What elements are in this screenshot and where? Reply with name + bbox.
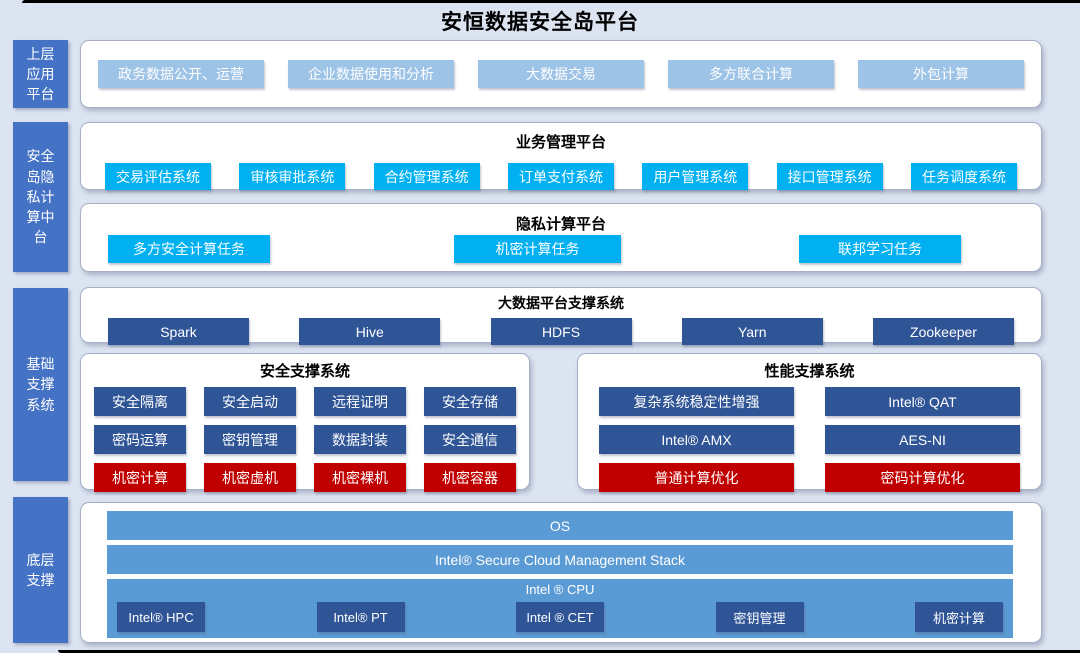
cpu-feature: Intel® PT [316, 602, 405, 632]
privacy-computing-panel: 隐私计算平台 多方安全计算任务 机密计算任务 联邦学习任务 [80, 203, 1042, 272]
security-feature: 安全存储 [424, 387, 516, 416]
application-layer-panel: 政务数据公开、运营 企业数据使用和分析 大数据交易 多方联合计算 外包计算 [80, 40, 1042, 108]
bigdata-component: Yarn [681, 318, 823, 345]
business-system-item: 审核审批系统 [239, 163, 346, 190]
cpu-feature: Intel ® CET [516, 602, 604, 632]
business-panel-title: 业务管理平台 [515, 134, 606, 151]
security-feature: 密钥管理 [204, 425, 296, 454]
privacy-task-item: 多方安全计算任务 [108, 235, 270, 263]
app-item: 企业数据使用和分析 [288, 60, 454, 88]
performance-feature: AES-NI [825, 425, 1020, 454]
performance-support-panel: 性能支撑系统 复杂系统稳定性增强 Intel® QAT Intel® AMX A… [577, 353, 1042, 492]
business-system-item: 交易评估系统 [105, 163, 211, 190]
app-item: 多方联合计算 [668, 60, 834, 88]
secure-cloud-stack-bar: Intel® Secure Cloud Management Stack [107, 545, 1013, 574]
cpu-feature: 密钥管理 [715, 602, 804, 632]
side-label-privacy-middle-platform: 安全 岛隐 私计 算中 台 [13, 122, 68, 272]
screenshot-bottom-edge [58, 650, 1080, 653]
performance-feature: Intel® QAT [825, 387, 1020, 416]
security-feature: 安全启动 [204, 387, 296, 416]
page-title: 安恒数据安全岛平台 [441, 11, 639, 34]
security-confidential-feature: 机密容器 [424, 463, 516, 492]
security-feature: 密码运算 [94, 425, 186, 454]
security-panel-title: 安全支撑系统 [259, 363, 350, 380]
business-system-item: 合约管理系统 [373, 163, 480, 190]
bigdata-component: HDFS [490, 318, 632, 345]
security-feature: 数据封装 [314, 425, 406, 454]
bigdata-support-panel: 大数据平台支撑系统 Spark Hive HDFS Yarn Zookeeper [80, 287, 1042, 345]
security-items-grid: 安全隔离 安全启动 远程证明 安全存储 密码运算 密钥管理 数据封装 安全通信 … [81, 387, 529, 492]
business-management-panel: 业务管理平台 交易评估系统 审核审批系统 合约管理系统 订单支付系统 用户管理系… [80, 122, 1042, 190]
performance-feature: 复杂系统稳定性增强 [599, 387, 794, 416]
bigdata-panel-title: 大数据平台支撑系统 [498, 295, 624, 311]
business-system-item: 接口管理系统 [776, 163, 883, 190]
security-confidential-feature: 机密裸机 [314, 463, 406, 492]
cpu-feature: 机密计算 [915, 602, 1003, 632]
side-label-basic-support: 基础 支撑 系统 [13, 288, 68, 481]
privacy-task-item: 联邦学习任务 [799, 235, 961, 263]
app-item: 大数据交易 [478, 60, 644, 88]
cpu-bar: Intel ® CPU Intel® HPC Intel® PT Intel ®… [107, 579, 1013, 638]
security-feature: 安全隔离 [94, 387, 186, 416]
performance-panel-title: 性能支撑系统 [764, 363, 855, 380]
security-confidential-feature: 机密计算 [94, 463, 186, 492]
bigdata-items-row: Spark Hive HDFS Yarn Zookeeper [81, 318, 1041, 345]
performance-items-grid: 复杂系统稳定性增强 Intel® QAT Intel® AMX AES-NI 普… [578, 387, 1041, 492]
side-label-upper-application: 上层 应用 平台 [13, 40, 68, 108]
bigdata-component: Spark [108, 318, 249, 345]
security-feature: 远程证明 [314, 387, 406, 416]
privacy-task-item: 机密计算任务 [454, 235, 621, 263]
business-system-item: 任务调度系统 [910, 163, 1017, 190]
business-items-row: 交易评估系统 审核审批系统 合约管理系统 订单支付系统 用户管理系统 接口管理系… [81, 163, 1041, 190]
app-item: 外包计算 [858, 60, 1024, 88]
os-bar: OS [107, 511, 1013, 540]
business-system-item: 订单支付系统 [507, 163, 614, 190]
side-label-bottom-support: 底层 支撑 [13, 497, 68, 643]
bigdata-component: Zookeeper [873, 318, 1014, 345]
performance-feature: Intel® AMX [599, 425, 794, 454]
base-layer-panel: OS Intel® Secure Cloud Management Stack … [80, 502, 1042, 643]
bigdata-component: Hive [299, 318, 441, 345]
security-feature: 安全通信 [424, 425, 516, 454]
cpu-bar-label: Intel ® CPU [525, 582, 595, 597]
performance-optimization-feature: 密码计算优化 [825, 463, 1020, 492]
app-item: 政务数据公开、运营 [98, 60, 264, 88]
screenshot-top-edge [22, 0, 1080, 3]
cpu-feature: Intel® HPC [117, 602, 205, 632]
business-system-item: 用户管理系统 [642, 163, 749, 190]
performance-optimization-feature: 普通计算优化 [599, 463, 794, 492]
cpu-items-row: Intel® HPC Intel® PT Intel ® CET 密钥管理 机密… [107, 602, 1013, 632]
privacy-panel-title: 隐私计算平台 [515, 216, 606, 233]
security-support-panel: 安全支撑系统 安全隔离 安全启动 远程证明 安全存储 密码运算 密钥管理 数据封… [80, 353, 530, 492]
security-confidential-feature: 机密虚机 [204, 463, 296, 492]
